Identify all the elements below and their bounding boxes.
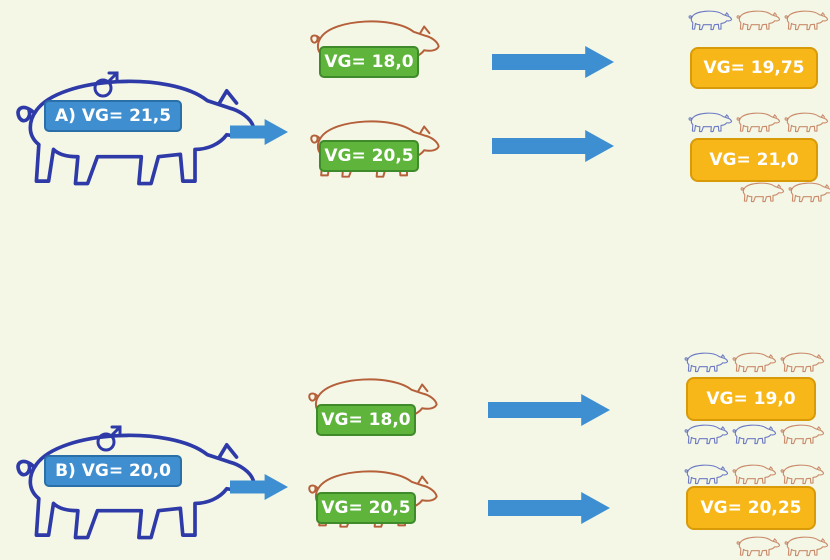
piglet-icon-2 <box>732 464 777 485</box>
right-arrow-icon <box>488 492 610 524</box>
sire-a-label: A) VG= 21,5 <box>44 100 182 132</box>
piglet-icon-1 <box>688 10 733 31</box>
boar-icon <box>16 79 256 186</box>
piglet-icon-3 <box>784 10 829 31</box>
right-arrow-icon <box>230 119 288 145</box>
piglet-icon-2 <box>736 112 781 133</box>
male-symbol-icon <box>96 425 122 452</box>
dam-a1-label: VG= 18,0 <box>319 46 419 78</box>
right-arrow-icon <box>488 394 610 426</box>
offspring-a1-label: VG= 19,75 <box>690 47 818 89</box>
offspring-b1-label: VG= 19,0 <box>686 377 816 421</box>
piglet-icon-2 <box>784 536 829 557</box>
piglet-icon-1 <box>684 424 729 445</box>
dam-b2-label: VG= 20,5 <box>316 492 416 524</box>
offspring-a2-label: VG= 21,0 <box>690 138 818 182</box>
piglet-icon-3 <box>784 112 829 133</box>
piglet-icon-3 <box>780 424 825 445</box>
dam-a2-label: VG= 20,5 <box>319 140 419 172</box>
piglet-icon-2 <box>736 10 781 31</box>
piglet-icon-1 <box>688 112 733 133</box>
piglet-icon-2 <box>788 182 830 203</box>
offspring-b2-label: VG= 20,25 <box>686 486 816 530</box>
sire-b-label: B) VG= 20,0 <box>44 455 182 487</box>
piglet-icon-1 <box>740 182 785 203</box>
male-symbol-icon <box>93 71 119 98</box>
piglet-icon-1 <box>684 464 729 485</box>
piglet-icon-3 <box>780 464 825 485</box>
right-arrow-icon <box>230 474 288 500</box>
dam-b1-label: VG= 18,0 <box>316 404 416 436</box>
piglet-icon-1 <box>684 352 729 373</box>
piglet-icon-3 <box>780 352 825 373</box>
piglet-icon-2 <box>732 424 777 445</box>
right-arrow-icon <box>492 46 614 78</box>
piglet-icon-2 <box>732 352 777 373</box>
boar-icon <box>16 433 256 540</box>
piglet-icon-1 <box>736 536 781 557</box>
right-arrow-icon <box>492 130 614 162</box>
